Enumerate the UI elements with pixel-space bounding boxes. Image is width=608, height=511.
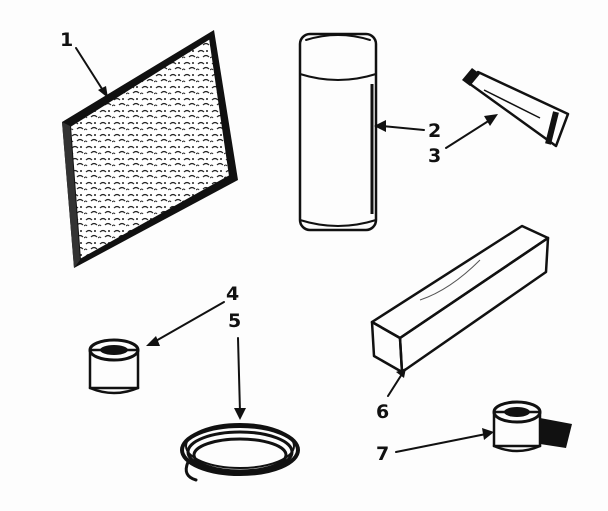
leader-line-2	[374, 120, 425, 132]
callout-2: 2	[428, 120, 441, 142]
tape-roll-large	[492, 400, 572, 453]
coiled-hose	[180, 423, 300, 482]
leader-line-6	[387, 368, 406, 397]
leader-line-3	[445, 114, 498, 149]
leader-lines	[75, 47, 498, 453]
callout-6: 6	[376, 401, 389, 423]
leader-line-7	[395, 428, 494, 453]
callout-4: 4	[226, 283, 239, 305]
callout-5: 5	[228, 310, 241, 332]
sealant-tube	[462, 68, 570, 148]
spray-can	[298, 32, 378, 232]
callout-1: 1	[60, 29, 73, 51]
filter-panel	[62, 30, 238, 268]
tape-roll-small	[88, 338, 140, 395]
leader-line-1	[75, 47, 108, 98]
callout-7: 7	[376, 443, 389, 465]
leader-line-5	[234, 337, 246, 420]
callout-3: 3	[428, 145, 441, 167]
leader-line-4	[146, 301, 225, 346]
foam-strip	[370, 224, 550, 374]
